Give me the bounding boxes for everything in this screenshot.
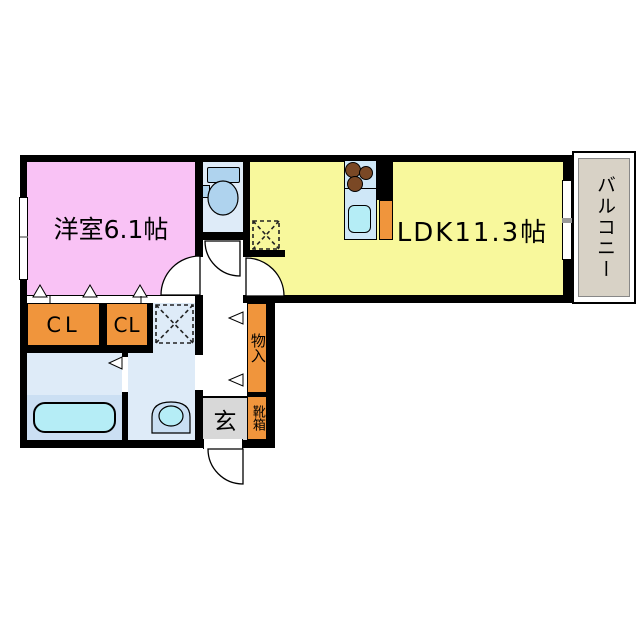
kitchen-counter	[379, 200, 393, 240]
ldk-label: LDK11.3帖	[396, 217, 549, 248]
washroom-upper-floor	[153, 303, 195, 353]
washroom-floor	[128, 353, 195, 440]
wall-ldk-bottom	[243, 295, 572, 303]
kitchen-unit-divider	[344, 188, 377, 189]
bathroom-door-opening	[122, 357, 128, 392]
bathtub-icon	[33, 402, 116, 433]
closet-right-label: CL	[113, 312, 141, 337]
closet-left-label: CL	[46, 312, 81, 337]
entrance-door-arc	[207, 448, 244, 485]
entrance-label: 玄	[213, 409, 237, 435]
storage-label: 物入	[248, 333, 267, 363]
balcony-label: バルコニー	[593, 175, 616, 280]
wall-hall-ldk	[243, 155, 250, 257]
wall-left	[20, 155, 27, 448]
washroom-door-opening	[195, 355, 203, 390]
window-ldk-divider	[562, 218, 572, 223]
shoe-cabinet-label: 靴箱	[249, 405, 265, 431]
entrance-area: 玄	[203, 396, 247, 440]
toilet-tank-icon	[207, 167, 240, 183]
wall-kitchen-stub	[377, 155, 393, 200]
storage-closet: 物入	[247, 303, 267, 393]
closet-right: CL	[106, 303, 148, 346]
western-room-label: 洋室6.1帖	[53, 215, 169, 244]
hallway-floor	[203, 240, 247, 396]
ldk-floor	[250, 162, 563, 295]
kitchen-sink-icon	[348, 205, 371, 233]
wall-fridge-stub	[245, 250, 285, 257]
wall-toilet-bottom	[195, 232, 250, 240]
shoe-cabinet: 靴箱	[247, 396, 267, 440]
window-western-left	[19, 197, 28, 280]
balcony-area: バルコニー	[578, 158, 630, 297]
entrance-door-sill	[203, 439, 243, 449]
wall-western-hall	[195, 155, 203, 257]
wall-top	[20, 155, 572, 162]
closet-door-band	[27, 296, 195, 303]
toilet-flush-icon	[202, 185, 210, 198]
closet-left: CL	[27, 303, 100, 346]
